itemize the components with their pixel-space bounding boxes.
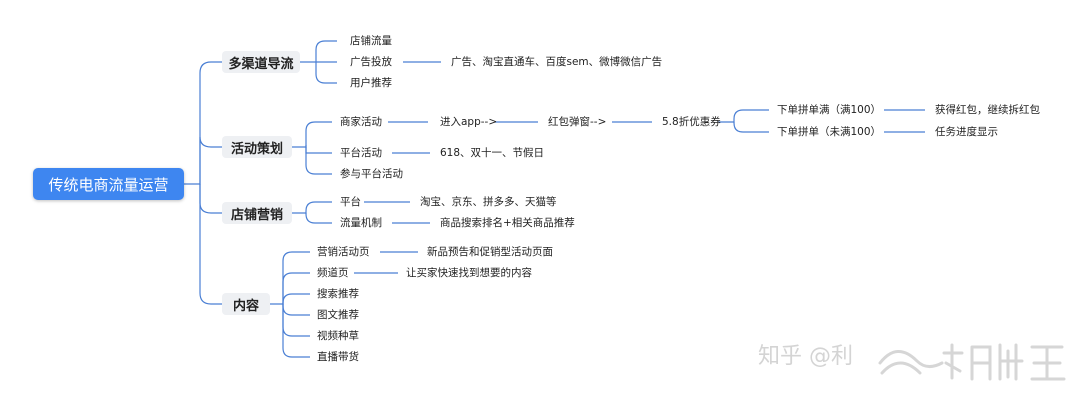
- leaf-traffic-detail[interactable]: 商品搜索排名+相关商品推荐: [440, 217, 575, 229]
- leaf-channel-page[interactable]: 频道页: [317, 267, 349, 279]
- branch-activity-planning[interactable]: 活动策划: [222, 136, 292, 158]
- leaf-marketing-page[interactable]: 营销活动页: [317, 246, 370, 258]
- leaf-task-progress[interactable]: 任务进度显示: [935, 126, 998, 138]
- leaf-order-not-full[interactable]: 下单拼单（未满100）: [777, 126, 882, 138]
- leaf-live-selling[interactable]: 直播带货: [317, 351, 359, 363]
- leaf-traffic-mechanism[interactable]: 流量机制: [340, 217, 382, 229]
- leaf-image-text-recommend[interactable]: 图文推荐: [317, 309, 359, 321]
- leaf-platform-activity[interactable]: 平台活动: [340, 147, 382, 159]
- leaf-ad-detail[interactable]: 广告、淘宝直通车、百度sem、微博微信广告: [451, 56, 663, 68]
- leaf-merchant-activity[interactable]: 商家活动: [340, 116, 382, 128]
- leaf-channel-detail[interactable]: 让买家快速找到想要的内容: [406, 267, 532, 279]
- watermark-logo-icon: [878, 343, 1066, 381]
- leaf-get-red-packet[interactable]: 获得红包，继续拆红包: [935, 104, 1040, 116]
- leaf-platform[interactable]: 平台: [340, 196, 361, 208]
- leaf-user-referral[interactable]: 用户推荐: [350, 77, 392, 89]
- leaf-join-platform-activity[interactable]: 参与平台活动: [340, 168, 403, 180]
- branch-multichannel[interactable]: 多渠道导流: [222, 51, 300, 73]
- branch-store-marketing[interactable]: 店铺营销: [222, 202, 292, 224]
- branch-content[interactable]: 内容: [222, 293, 270, 315]
- leaf-video-seeding[interactable]: 视频种草: [317, 330, 359, 342]
- root-node[interactable]: 传统电商流量运营: [33, 168, 184, 200]
- leaf-ad-placement[interactable]: 广告投放: [350, 56, 392, 68]
- leaf-order-full[interactable]: 下单拼单满（满100）: [777, 104, 882, 116]
- watermark-text: 知乎 @利: [758, 344, 853, 369]
- leaf-coupon[interactable]: 5.8折优惠券: [662, 116, 721, 128]
- leaf-marketing-detail[interactable]: 新品预告和促销型活动页面: [427, 246, 553, 258]
- leaf-search-recommend[interactable]: 搜索推荐: [317, 288, 359, 300]
- leaf-enter-app[interactable]: 进入app-->: [440, 116, 498, 128]
- leaf-holidays[interactable]: 618、双十一、节假日: [440, 147, 545, 159]
- leaf-red-packet-popup[interactable]: 红包弹窗-->: [548, 116, 607, 128]
- leaf-platform-detail[interactable]: 淘宝、京东、拼多多、天猫等: [420, 196, 557, 208]
- leaf-store-traffic[interactable]: 店铺流量: [350, 35, 392, 47]
